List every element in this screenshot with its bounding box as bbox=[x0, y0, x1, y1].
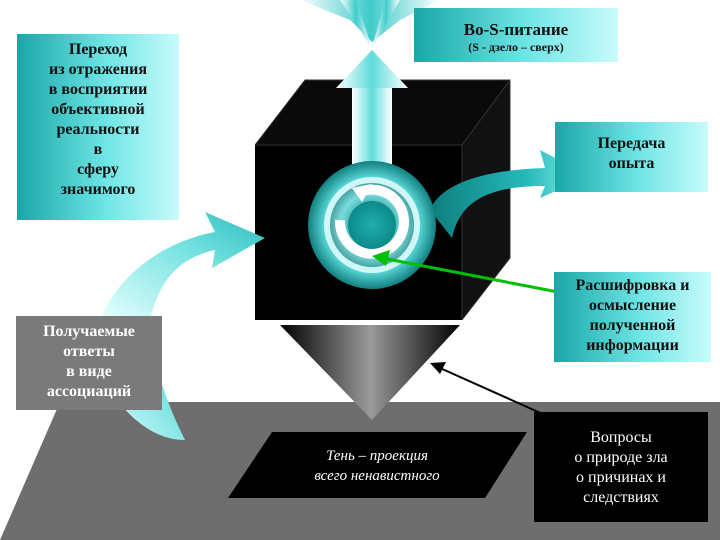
shadow-line-2: всего ненавистного bbox=[262, 466, 492, 486]
shadow-line-1: Тень – проекция bbox=[262, 446, 492, 466]
transition-line-2: из отражения bbox=[17, 60, 179, 80]
answers-line-2: ответы bbox=[16, 342, 162, 362]
questions-line-2: о природе зла bbox=[534, 448, 708, 468]
transition-line-3: в восприятии bbox=[17, 80, 179, 100]
transition-line-4: объективной bbox=[17, 100, 179, 120]
transition-line-6: в bbox=[17, 140, 179, 160]
answers-line-1: Получаемые bbox=[16, 322, 162, 342]
transition-line-8: значимого bbox=[17, 180, 179, 200]
answers-box: Получаемые ответы в виде ассоциаций bbox=[16, 316, 162, 410]
questions-box: Вопросы о природе зла о причинах и следс… bbox=[534, 412, 708, 522]
bo-s-nutrition-box: Во-S-питание (S - дзело – сверх) bbox=[414, 8, 618, 62]
questions-line-4: следствиях bbox=[534, 488, 708, 508]
questions-line-1: Вопросы bbox=[534, 428, 708, 448]
experience-transfer-box: Передача опыта bbox=[555, 122, 708, 192]
transition-line-7: сферу bbox=[17, 160, 179, 180]
bo-s-title: Во-S-питание bbox=[414, 20, 618, 40]
experience-line-2: опыта bbox=[555, 154, 708, 174]
answers-line-4: ассоциаций bbox=[16, 382, 162, 402]
left-curved-arrow bbox=[100, 212, 265, 320]
decoding-box: Расшифровка и осмысление полученной инфо… bbox=[554, 272, 711, 362]
decoding-line-3: полученной bbox=[554, 316, 711, 336]
decoding-line-2: осмысление bbox=[554, 296, 711, 316]
decoding-line-4: информации bbox=[554, 336, 711, 356]
bo-s-subtitle: (S - дзело – сверх) bbox=[414, 40, 618, 54]
transition-line-5: реальности bbox=[17, 120, 179, 140]
answers-line-3: в виде bbox=[16, 362, 162, 382]
experience-line-1: Передача bbox=[555, 134, 708, 154]
target-rings bbox=[308, 161, 436, 289]
shadow-text: Тень – проекция всего ненавистного bbox=[262, 446, 492, 490]
transition-line-1: Переход bbox=[17, 40, 179, 60]
questions-line-3: о причинах и bbox=[534, 468, 708, 488]
transition-box: Переход из отражения в восприятии объект… bbox=[17, 34, 179, 220]
decoding-line-1: Расшифровка и bbox=[554, 276, 711, 296]
